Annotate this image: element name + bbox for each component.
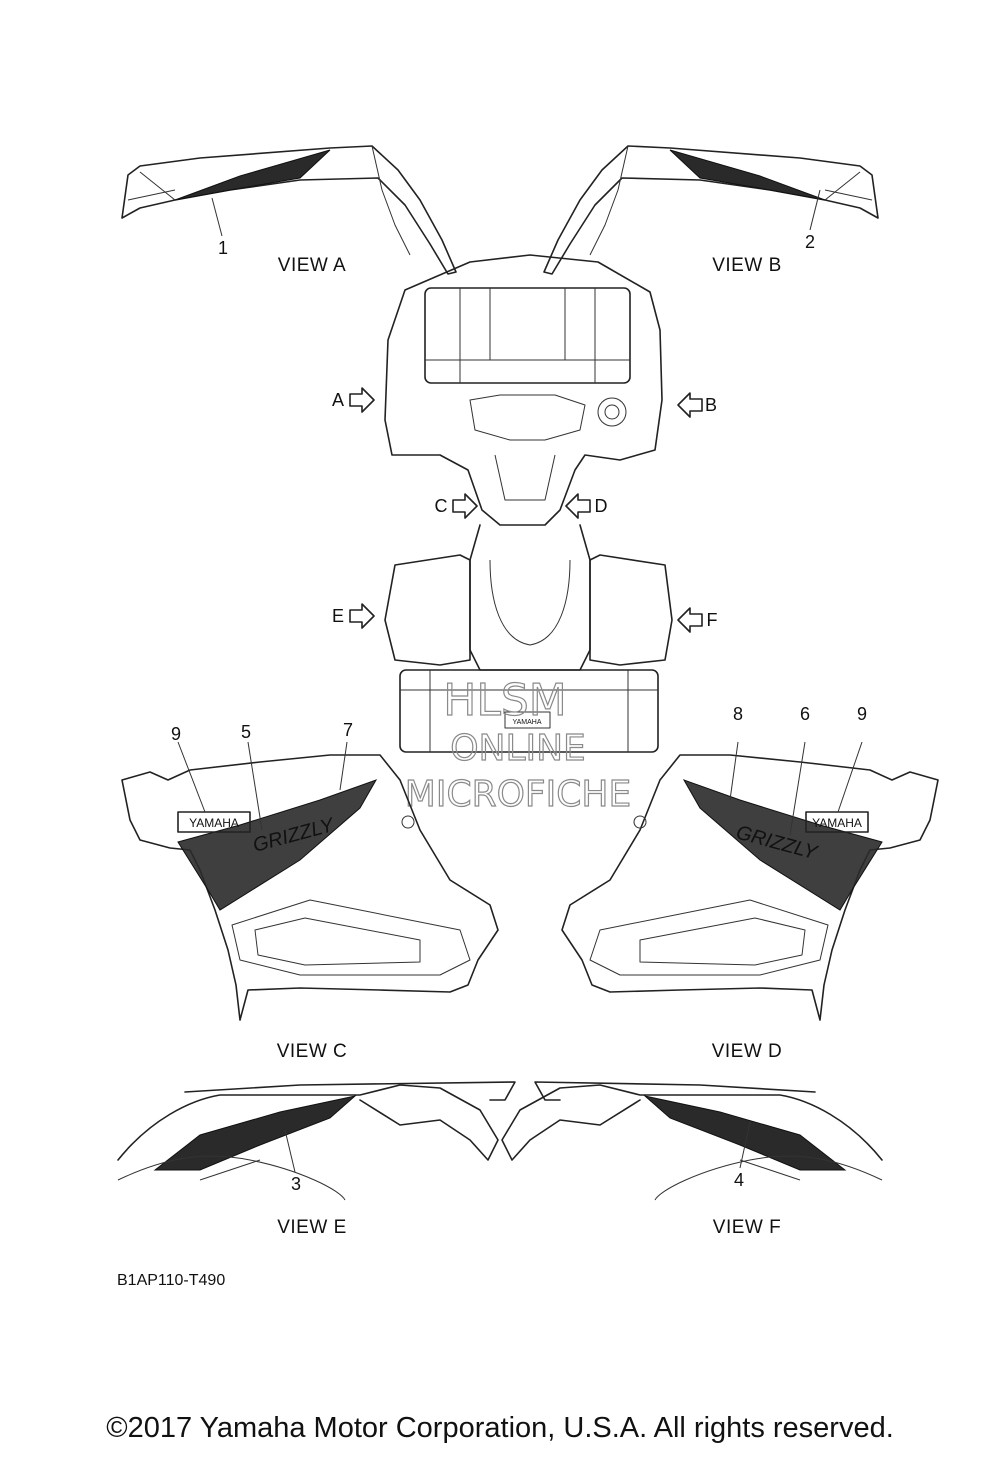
view-f-fender-drawing <box>501 1081 883 1201</box>
watermark-line-1: HLSM <box>443 675 567 726</box>
view-c-side-panel-drawing: YAMAHA GRIZZLY <box>121 754 499 1021</box>
atv-top-view-drawing: YAMAHA <box>384 254 673 753</box>
callout-3: 3 <box>291 1174 301 1194</box>
callout-7: 7 <box>343 720 353 740</box>
arrow-label-e: E <box>332 606 344 626</box>
callout-5: 5 <box>241 722 251 742</box>
view-b-label: VIEW B <box>712 255 782 276</box>
view-b-fender-drawing <box>543 145 879 275</box>
callout-1: 1 <box>218 238 228 258</box>
watermark: HLSM ONLINE MICROFICHE <box>404 674 632 815</box>
leader-1 <box>211 197 223 237</box>
diagram-code: B1AP110-T490 <box>117 1272 225 1289</box>
view-c-label: VIEW C <box>277 1041 348 1062</box>
view-e-fender-drawing <box>117 1081 516 1201</box>
direction-arrow-b: B <box>677 392 717 418</box>
leader-3 <box>284 1129 296 1173</box>
callout-9-right: 9 <box>857 704 867 724</box>
arrow-label-d: D <box>595 496 608 516</box>
watermark-line-3: MICROFICHE <box>405 774 631 815</box>
leader-5 <box>247 741 263 831</box>
callout-4: 4 <box>734 1170 744 1190</box>
view-d-side-panel-drawing: YAMAHA GRIZZLY <box>561 754 939 1021</box>
leader-6 <box>789 741 806 836</box>
callout-6: 6 <box>800 704 810 724</box>
callout-8: 8 <box>733 704 743 724</box>
view-c-brand-decal: YAMAHA <box>189 816 239 830</box>
leader-9-right <box>837 741 863 813</box>
leader-7 <box>339 741 348 791</box>
leader-8 <box>729 741 739 801</box>
direction-arrow-a: A <box>332 387 375 413</box>
rear-brand-plate: YAMAHA <box>512 719 541 726</box>
leader-2 <box>809 189 821 231</box>
watermark-line-2: ONLINE <box>450 728 586 769</box>
callout-2: 2 <box>805 232 815 252</box>
view-a-label: VIEW A <box>278 255 346 276</box>
direction-arrow-f: F <box>677 607 718 633</box>
view-a-fender-drawing <box>121 145 457 275</box>
view-d-brand-decal: YAMAHA <box>812 816 862 830</box>
arrow-label-a: A <box>332 390 344 410</box>
leader-9-left <box>177 741 206 813</box>
arrow-label-b: B <box>705 395 717 415</box>
view-f-label: VIEW F <box>713 1217 781 1238</box>
leader-4 <box>739 1121 751 1169</box>
view-d-label: VIEW D <box>712 1041 783 1062</box>
view-e-label: VIEW E <box>277 1217 347 1238</box>
arrow-label-c: C <box>435 496 448 516</box>
copyright-notice: ©2017 Yamaha Motor Corporation, U.S.A. A… <box>106 1412 894 1444</box>
arrow-label-f: F <box>707 610 718 630</box>
direction-arrow-c: C <box>435 493 478 519</box>
callout-9-left: 9 <box>171 724 181 744</box>
direction-arrow-e: E <box>332 603 375 629</box>
direction-arrow-d: D <box>565 493 608 519</box>
